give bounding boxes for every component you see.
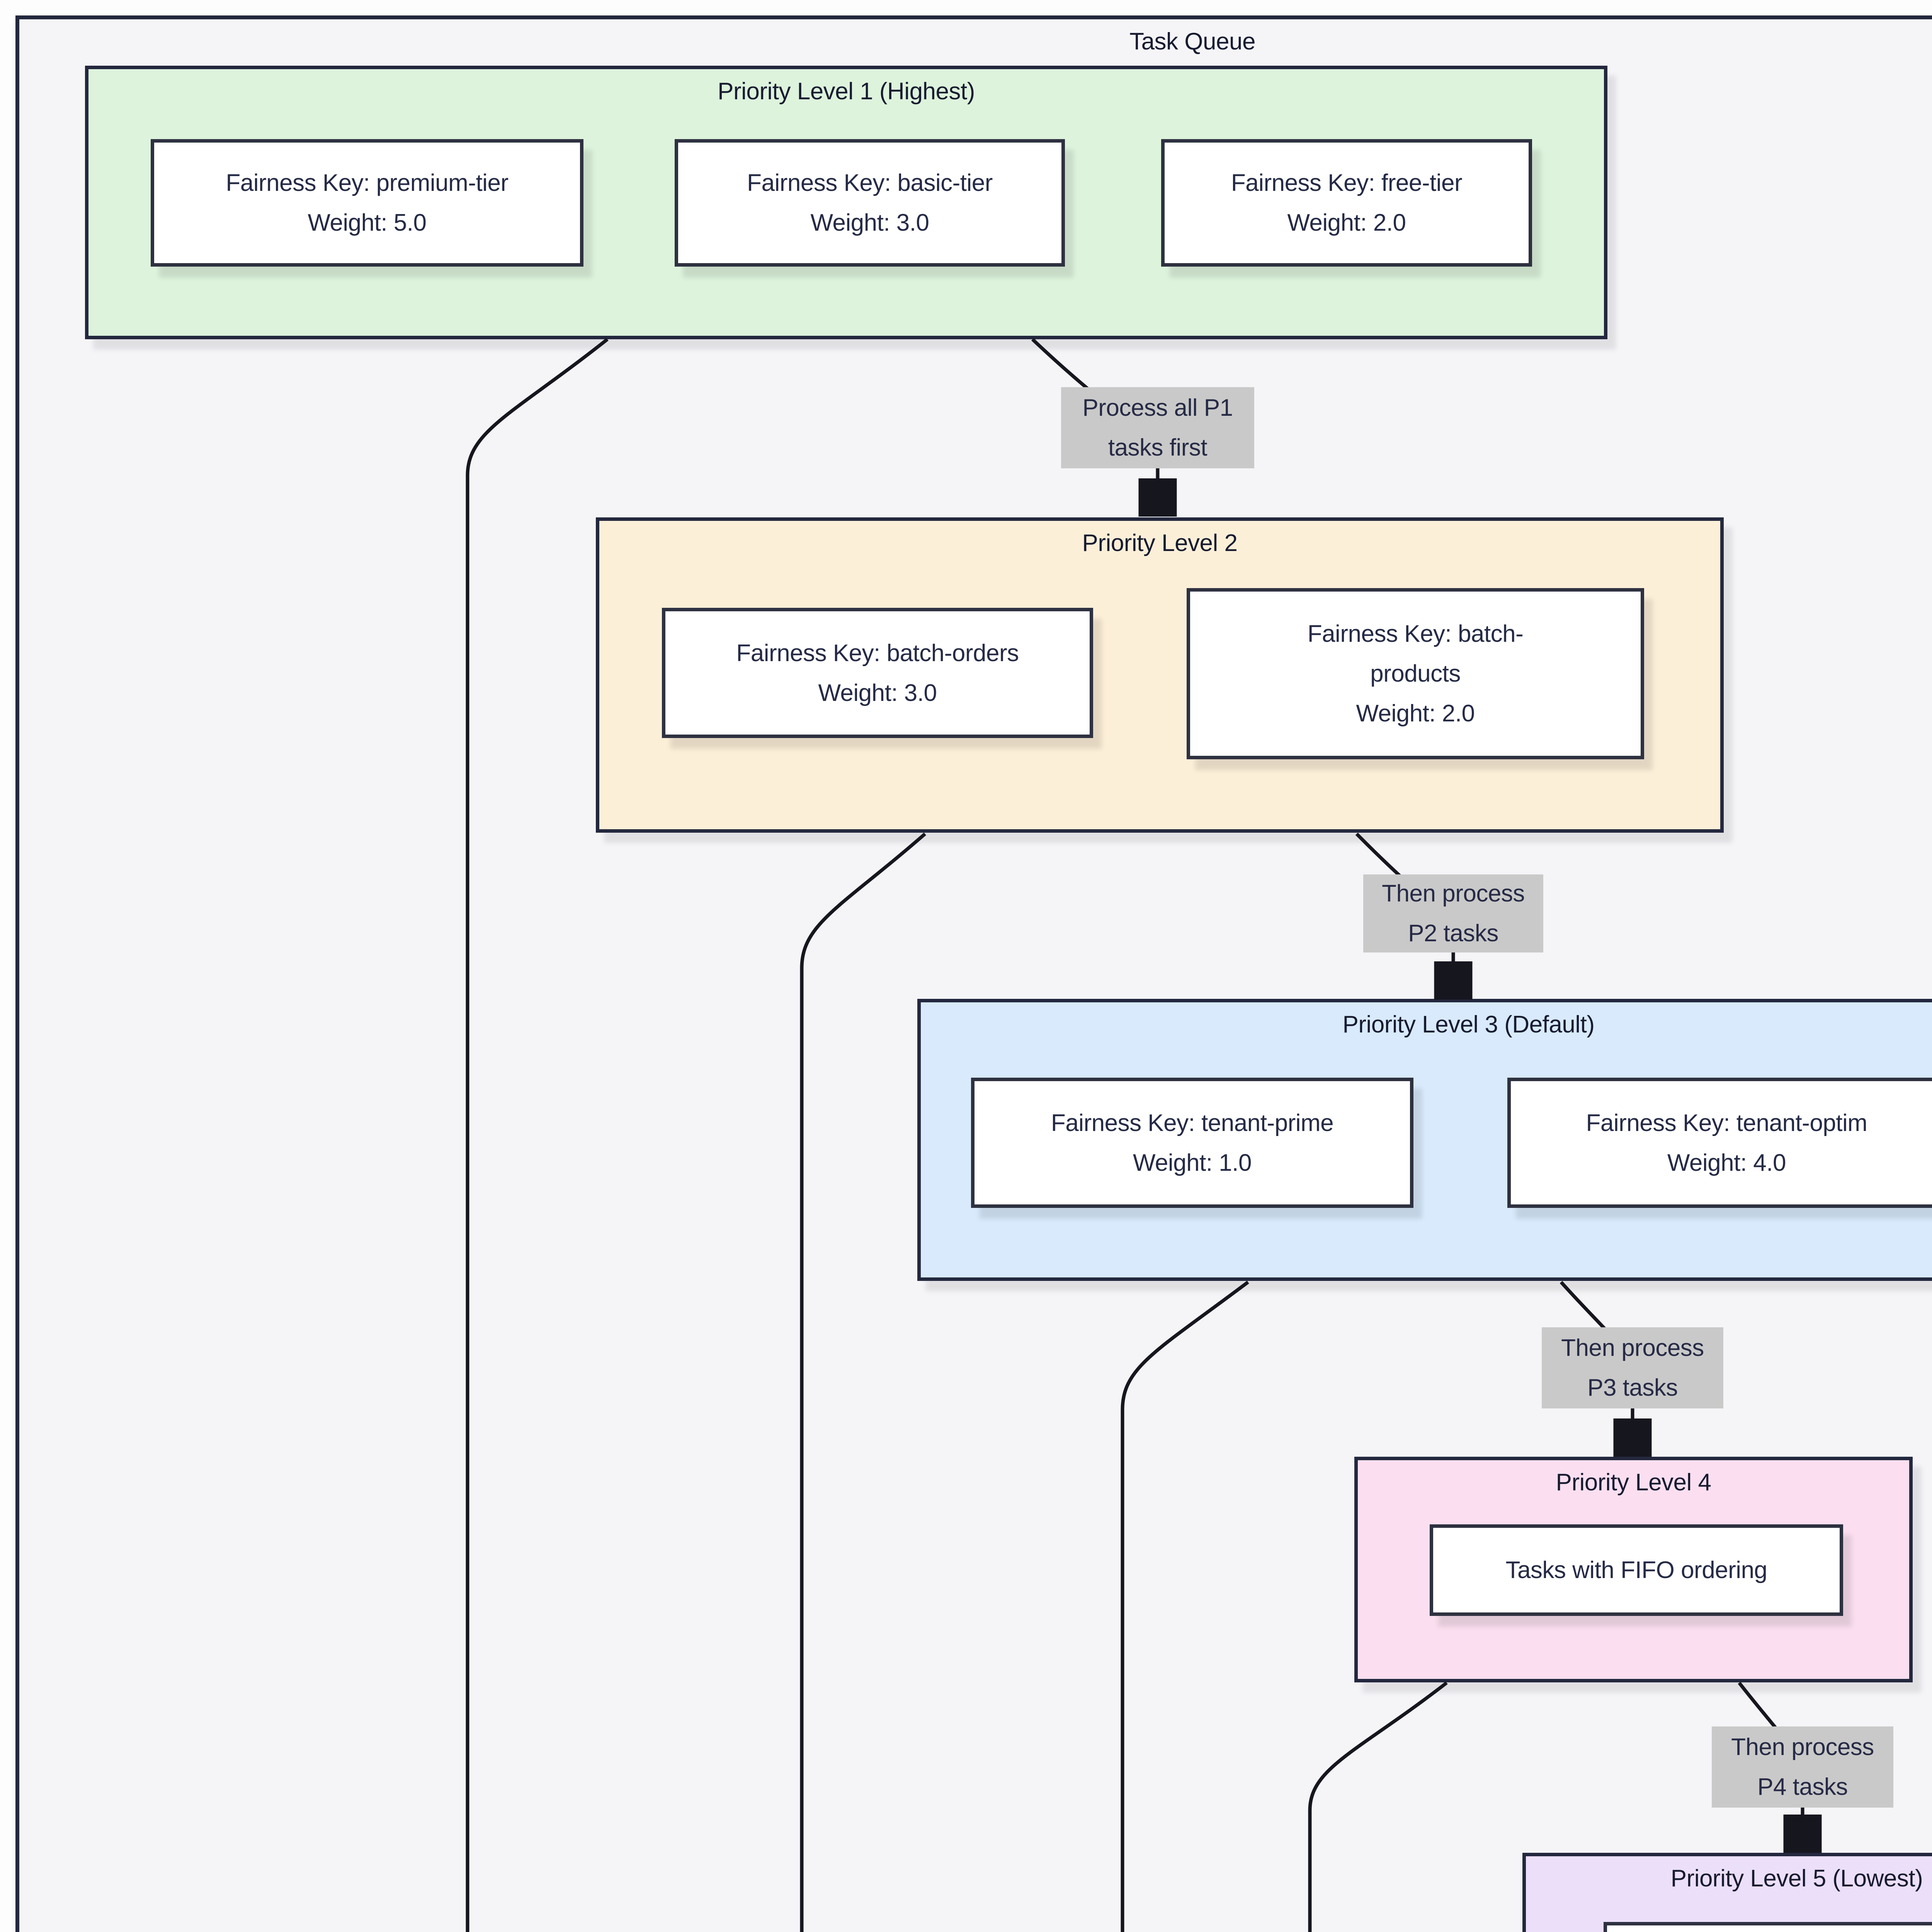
priority-4-title: Priority Level 4 [1556, 1469, 1711, 1496]
node-line: Fairness Key: tenant-prime [1051, 1109, 1334, 1136]
edge-label-line: Process all P1 [1082, 395, 1233, 421]
node-line: Weight: 5.0 [308, 209, 427, 236]
node-line: Weight: 3.0 [818, 679, 937, 706]
node-line: Fairness Key: basic-tier [747, 170, 993, 196]
node-line: Tasks with FIFO ordering [1505, 1557, 1767, 1583]
edge-label-p3-p4: Then process P3 tasks [1542, 1327, 1723, 1408]
node-tenant-optim: Fairness Key: tenant-optim Weight: 4.0 [1507, 1078, 1932, 1208]
priority-2-title: Priority Level 2 [1082, 530, 1238, 556]
edge-label-line: Then process [1561, 1335, 1704, 1361]
node-line: Weight: 3.0 [810, 209, 929, 236]
edge-label-line: tasks first [1108, 434, 1208, 461]
edge-label-p2-p3: Then process P2 tasks [1363, 874, 1543, 952]
node-line: Fairness Key: batch- [1307, 621, 1524, 647]
node-line: products [1370, 660, 1461, 687]
node-tenant-prime: Fairness Key: tenant-prime Weight: 1.0 [971, 1078, 1413, 1208]
node-free-tier: Fairness Key: free-tier Weight: 2.0 [1161, 139, 1532, 267]
edge-label-p4-p5: Then process P4 tasks [1712, 1726, 1893, 1808]
edge-label-line: Then process [1382, 880, 1525, 907]
node-line: Fairness Key: free-tier [1231, 170, 1463, 196]
edge-label-line: P2 tasks [1408, 920, 1498, 947]
node-line: Weight: 4.0 [1667, 1149, 1786, 1176]
priority-1-title: Priority Level 1 (Highest) [718, 78, 975, 105]
node-line: Weight: 2.0 [1356, 700, 1475, 727]
priority-5-title: Priority Level 5 (Lowest) [1670, 1865, 1923, 1892]
node-batch-products: Fairness Key: batch- products Weight: 2.… [1187, 588, 1644, 759]
node-line: Weight: 2.0 [1287, 209, 1406, 236]
priority-3-title: Priority Level 3 (Default) [1342, 1011, 1595, 1038]
node-line: Fairness Key: batch-orders [736, 639, 1019, 667]
edge-label-line: P4 tasks [1757, 1774, 1848, 1800]
edge-label-line: Then process [1731, 1734, 1874, 1760]
node-batch-orders: Fairness Key: batch-orders Weight: 3.0 [662, 608, 1093, 738]
container-priority-5: Priority Level 5 (Lowest) [1522, 1853, 1932, 1932]
node-premium-tier: Fairness Key: premium-tier Weight: 5.0 [151, 139, 583, 267]
edge-label-line: P3 tasks [1587, 1374, 1678, 1401]
node-basic-tier: Fairness Key: basic-tier Weight: 3.0 [675, 139, 1065, 267]
edge-label-p1-p2: Process all P1 tasks first [1061, 387, 1254, 468]
node-line: Fairness Key: premium-tier [226, 170, 509, 196]
node-line: Weight: 1.0 [1133, 1149, 1252, 1176]
node-fifo-p4: Tasks with FIFO ordering [1430, 1524, 1843, 1616]
node-fifo-p5: Tasks with FIFO ordering [1604, 1922, 1932, 1932]
task-queue-title: Task Queue [1129, 28, 1255, 55]
node-line: Fairness Key: tenant-optim [1586, 1109, 1867, 1136]
